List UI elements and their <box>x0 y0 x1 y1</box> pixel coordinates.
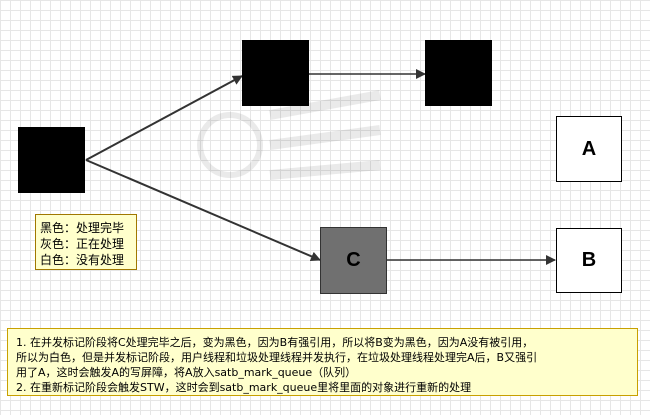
node-c-label: C <box>346 249 361 271</box>
node-a-label: A <box>581 137 597 160</box>
edge-root-to-top-middle <box>85 75 243 161</box>
node-top-middle <box>242 40 309 106</box>
note-line-2: 所以为白色，但是并发标记阶段，用户线程和垃圾处理线程并发执行，在垃圾处理线程处理… <box>16 351 538 364</box>
legend-white: 白色：没有处理 <box>40 253 125 267</box>
node-root <box>18 127 85 193</box>
note-line-3: 用了A，这时会触发A的写屏障，将A放入satb_mark_queue（队列） <box>16 366 357 379</box>
explanation-note: 1. 在并发标记阶段将C处理完毕之后，变为黑色，因为B有强引用，所以将B变为黑色… <box>7 328 638 396</box>
node-top-right <box>425 40 492 106</box>
legend-black: 黑色：处理完毕 <box>40 221 125 235</box>
note-line-1: 1. 在并发标记阶段将C处理完毕之后，变为黑色，因为B有强引用，所以将B变为黑色… <box>16 336 534 349</box>
node-b: B <box>556 228 622 293</box>
node-c: C <box>320 227 387 294</box>
color-legend: 黑色：处理完毕 灰色：正在处理 白色：没有处理 <box>35 214 137 270</box>
note-line-4: 2. 在重新标记阶段会触发STW，这时会到satb_mark_queue里将里面… <box>16 381 472 394</box>
node-b-label: B <box>581 249 597 271</box>
edge-root-to-c <box>85 159 321 262</box>
legend-gray: 灰色：正在处理 <box>40 237 125 251</box>
node-a: A <box>556 116 622 182</box>
